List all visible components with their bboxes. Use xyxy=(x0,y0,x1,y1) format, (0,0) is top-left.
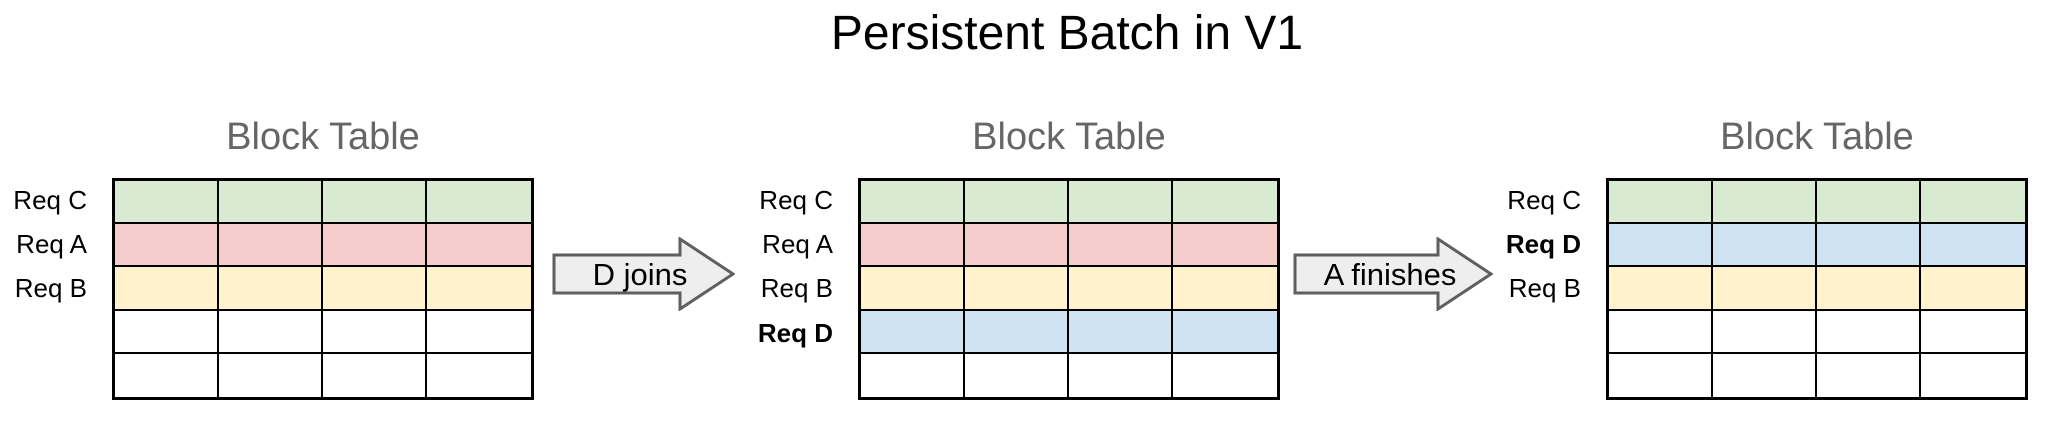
block-cell xyxy=(1609,181,1713,225)
row-labels: Req C Req A Req B Req D xyxy=(683,178,833,400)
block-table-heading: Block Table xyxy=(1720,116,1914,158)
block-cell xyxy=(219,353,323,397)
block-table-heading: Block Table xyxy=(972,116,1166,158)
block-cell xyxy=(1173,353,1277,397)
row-labels: Req C Req A Req B xyxy=(0,178,87,400)
block-cell xyxy=(115,224,219,268)
block-cell xyxy=(427,181,531,225)
block-cell xyxy=(427,310,531,354)
block-cell xyxy=(1069,181,1173,225)
row-label xyxy=(1431,356,1581,400)
block-cell xyxy=(1713,267,1817,311)
row-label: Req B xyxy=(760,273,833,304)
block-cell xyxy=(219,181,323,225)
block-cell xyxy=(1817,224,1921,268)
block-table xyxy=(112,178,534,400)
row-label: Req D xyxy=(757,317,833,348)
block-cell xyxy=(323,181,427,225)
block-cell xyxy=(323,224,427,268)
block-cell xyxy=(1817,181,1921,225)
row-label: Req A xyxy=(762,229,833,260)
block-cell xyxy=(1817,310,1921,354)
arrow-d-joins: D joins xyxy=(552,237,735,311)
block-cell xyxy=(1921,181,2025,225)
row-label: Req B xyxy=(1508,273,1581,304)
block-cell xyxy=(323,267,427,311)
block-cell xyxy=(1069,267,1173,311)
row-label: Req C xyxy=(13,184,87,215)
block-cell xyxy=(427,224,531,268)
row-label: Req B xyxy=(14,273,87,304)
block-cell xyxy=(965,353,1069,397)
block-cell xyxy=(1713,224,1817,268)
row-label: Req C xyxy=(759,184,833,215)
arrow-a-finishes: A finishes xyxy=(1293,237,1493,311)
block-cell xyxy=(1069,353,1173,397)
block-cell xyxy=(1713,181,1817,225)
block-cell xyxy=(1609,224,1713,268)
row-label: Req A xyxy=(16,229,87,260)
block-cell xyxy=(1173,310,1277,354)
block-cell xyxy=(427,267,531,311)
block-cell xyxy=(323,353,427,397)
row-label: Req C xyxy=(1507,184,1581,215)
arrow-shape xyxy=(552,237,735,311)
block-cell xyxy=(1609,267,1713,311)
block-cell xyxy=(323,310,427,354)
row-label xyxy=(683,356,833,400)
block-cell xyxy=(1817,267,1921,311)
block-cell xyxy=(1069,310,1173,354)
block-table xyxy=(858,178,1280,400)
block-cell xyxy=(861,310,965,354)
block-cell xyxy=(965,267,1069,311)
row-label xyxy=(1431,311,1581,355)
block-cell xyxy=(1609,353,1713,397)
block-cell xyxy=(861,353,965,397)
block-cell xyxy=(1173,224,1277,268)
row-label xyxy=(0,311,87,355)
block-cell xyxy=(861,267,965,311)
page-title: Persistent Batch in V1 xyxy=(830,7,1304,60)
arrow-shape xyxy=(1293,237,1493,311)
arrow-label: D joins xyxy=(593,257,688,292)
block-cell xyxy=(861,224,965,268)
block-cell xyxy=(861,181,965,225)
block-table-heading: Block Table xyxy=(226,116,420,158)
block-cell xyxy=(965,181,1069,225)
block-cell xyxy=(965,224,1069,268)
block-cell xyxy=(1069,224,1173,268)
block-cell xyxy=(1921,310,2025,354)
block-cell xyxy=(1921,267,2025,311)
block-cell xyxy=(1713,310,1817,354)
block-cell xyxy=(1921,353,2025,397)
block-cell xyxy=(115,353,219,397)
block-cell xyxy=(219,267,323,311)
row-label: Req D xyxy=(1505,229,1581,260)
block-cell xyxy=(1173,267,1277,311)
block-cell xyxy=(219,310,323,354)
block-cell xyxy=(965,310,1069,354)
block-cell xyxy=(219,224,323,268)
row-label xyxy=(0,356,87,400)
row-labels: Req C Req D Req B xyxy=(1431,178,1581,400)
block-cell xyxy=(1713,353,1817,397)
block-cell xyxy=(1921,224,2025,268)
block-cell xyxy=(115,181,219,225)
block-cell xyxy=(115,310,219,354)
block-cell xyxy=(427,353,531,397)
block-cell xyxy=(1609,310,1713,354)
block-table xyxy=(1606,178,2028,400)
block-cell xyxy=(1173,181,1277,225)
arrow-label: A finishes xyxy=(1324,257,1457,292)
block-cell xyxy=(115,267,219,311)
block-cell xyxy=(1817,353,1921,397)
